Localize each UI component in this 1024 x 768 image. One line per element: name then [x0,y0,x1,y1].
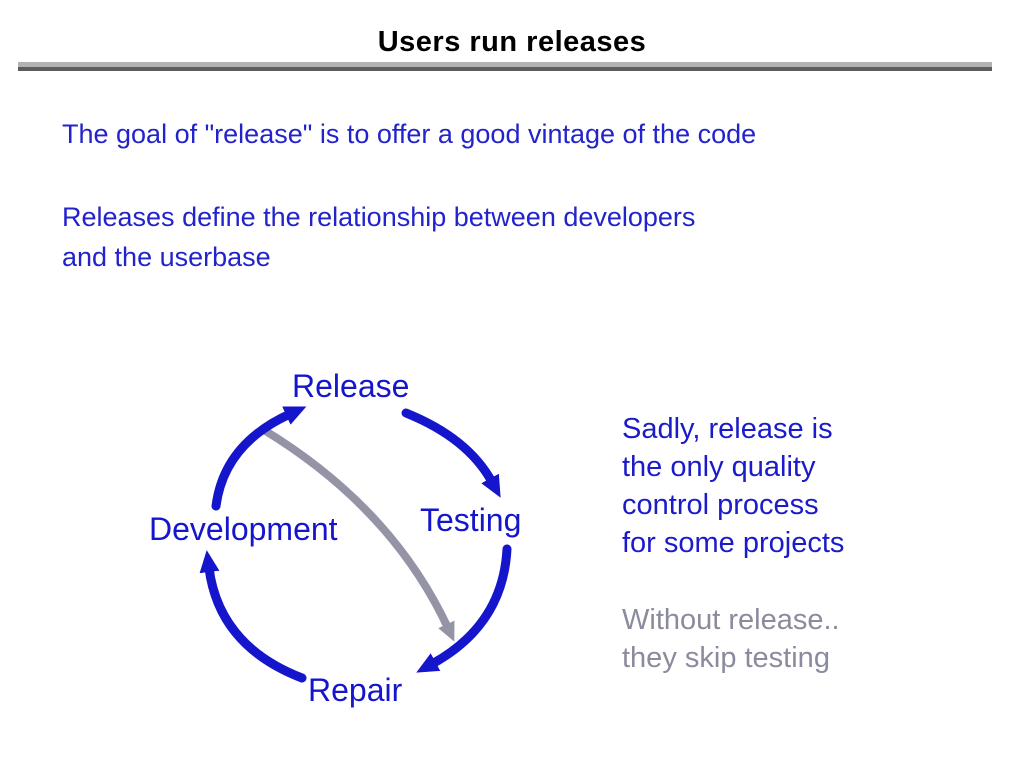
arrow-repair-to-development [199,550,307,683]
rule-dark-band [18,67,992,71]
cycle-node-testing: Testing [420,502,522,538]
paragraph-releases-define-line1: Releases define the relationship between… [62,202,696,232]
side-note-line-2: the only quality [622,451,816,483]
arrow-release-to-testing [401,408,501,498]
paragraph-goal-of-release: The goal of "release" is to offer a good… [62,119,757,149]
cycle-node-repair: Repair [308,672,403,708]
side-note-skip-testing: Without release.. they skip testing [622,601,840,677]
slide-title: Users run releases [377,26,647,58]
side-note-line-4: for some projects [622,527,845,559]
paragraph-releases-define: Releases define the relationship between… [62,197,695,277]
paragraph-releases-define-line2: and the userbase [62,242,271,272]
gray-note-line-1: Without release.. [622,604,840,636]
side-note-line-1: Sadly, release is [622,413,833,445]
side-note-line-3: control process [622,489,819,521]
cycle-node-release: Release [292,368,410,404]
side-note-quality-control: Sadly, release is the only quality contr… [622,410,844,562]
arrow-development-to-release [211,406,307,511]
rule-light-band [18,62,992,67]
arrow-testing-to-repair [416,544,512,673]
cycle-node-development: Development [149,511,338,547]
gray-note-line-2: they skip testing [622,642,830,674]
title-divider-rule [18,62,992,71]
